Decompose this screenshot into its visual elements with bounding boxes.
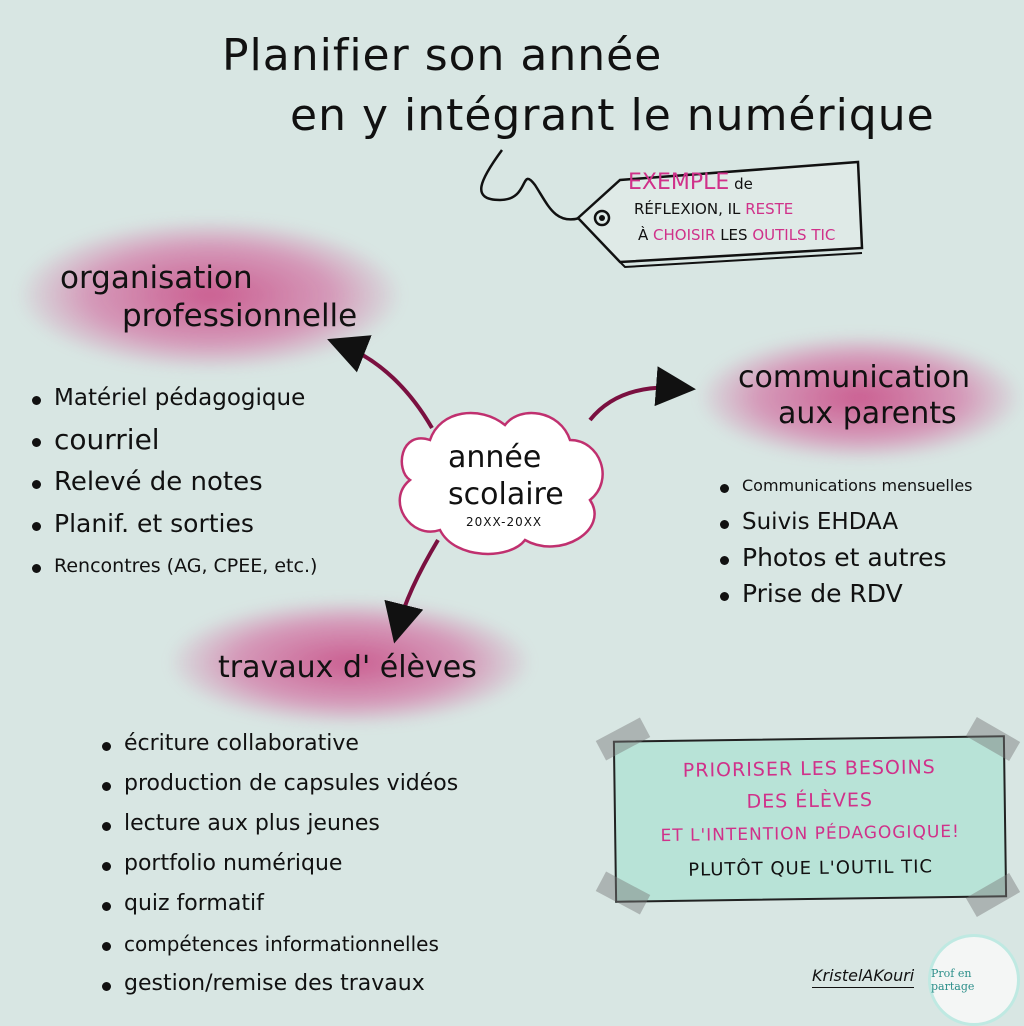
arrow-to-travaux [384,538,440,644]
center-line-2: scolaire [448,477,564,512]
list-item: lecture aux plus jeunes [98,804,458,844]
list-item: quiz formatif [98,884,458,924]
heading-organisation-line-2: professionnelle [122,298,358,334]
signature: KristelAKouri [812,966,915,988]
note-line-3: ET L'INTENTION PÉDAGOGIQUE! [660,821,961,847]
center-cloud [398,411,604,556]
list-item: Photos et autres [716,540,973,576]
tag-word-choisir: choisir [653,226,716,244]
note-line-4: PLUTÔT QUE L'OUTIL TIC [688,856,934,881]
heading-communication-line-2: aux parents [778,396,957,431]
list-item: gestion/remise des travaux [98,964,458,1004]
list-item: Planif. et sorties [28,503,317,545]
heading-travaux: travaux d' élèves [218,650,477,685]
heading-communication-line-1: communication [738,360,971,395]
communication-list: Communications mensuelles Suivis EHDAA P… [716,468,973,612]
title-line-1: Planifier son année [222,30,663,81]
tag-line-1: EXEMPLE de [628,170,753,197]
tag-word-de: de [734,175,753,193]
heading-organisation-line-1: organisation [60,260,253,296]
travaux-list: écriture collaborative production de cap… [98,724,458,1004]
arrow-to-communication [588,366,696,422]
organisation-list: Matériel pédagogique courriel Relevé de … [28,377,317,587]
tag-word-exemple: EXEMPLE [628,170,730,195]
list-item: courriel [28,419,317,461]
list-item: compétences informationnelles [98,924,458,964]
tag-word-reflexion: réflexion, il [634,200,741,218]
tag-word-outils: outils TIC [752,226,836,244]
list-item: Relevé de notes [28,461,317,503]
tag-graphic [480,149,864,269]
list-item: Suivis EHDAA [716,504,973,540]
priority-note: PRIORISER LES BESOINS DES ÉLÈVES ET L'IN… [612,735,1008,903]
tag-word-les: les [720,226,748,244]
logo: Prof en partage [928,934,1020,1026]
highlight-travaux [170,600,530,725]
center-years: 20XX-20XX [466,515,543,529]
tag-line-2: réflexion, il reste [634,196,793,222]
center-line-1: année [448,440,542,475]
note-line-2: DES ÉLÈVES [746,789,874,813]
logo-text: Prof en partage [931,967,975,993]
list-item: portfolio numérique [98,844,458,884]
tag-word-reste: reste [745,200,794,218]
list-item: Matériel pédagogique [28,377,317,419]
list-item: écriture collaborative [98,724,458,764]
list-item: Rencontres (AG, CPEE, etc.) [28,545,317,587]
arrow-to-organisation [327,335,434,430]
note-line-1: PRIORISER LES BESOINS [682,756,936,782]
tag-word-a: à [638,226,649,244]
highlight-communication [700,335,1020,460]
list-item: Communications mensuelles [716,468,973,504]
title-line-2: en y intégrant le numérique [290,90,935,141]
tag-line-3: à choisir les outils TIC [638,222,835,248]
list-item: Prise de RDV [716,576,973,612]
list-item: production de capsules vidéos [98,764,458,804]
